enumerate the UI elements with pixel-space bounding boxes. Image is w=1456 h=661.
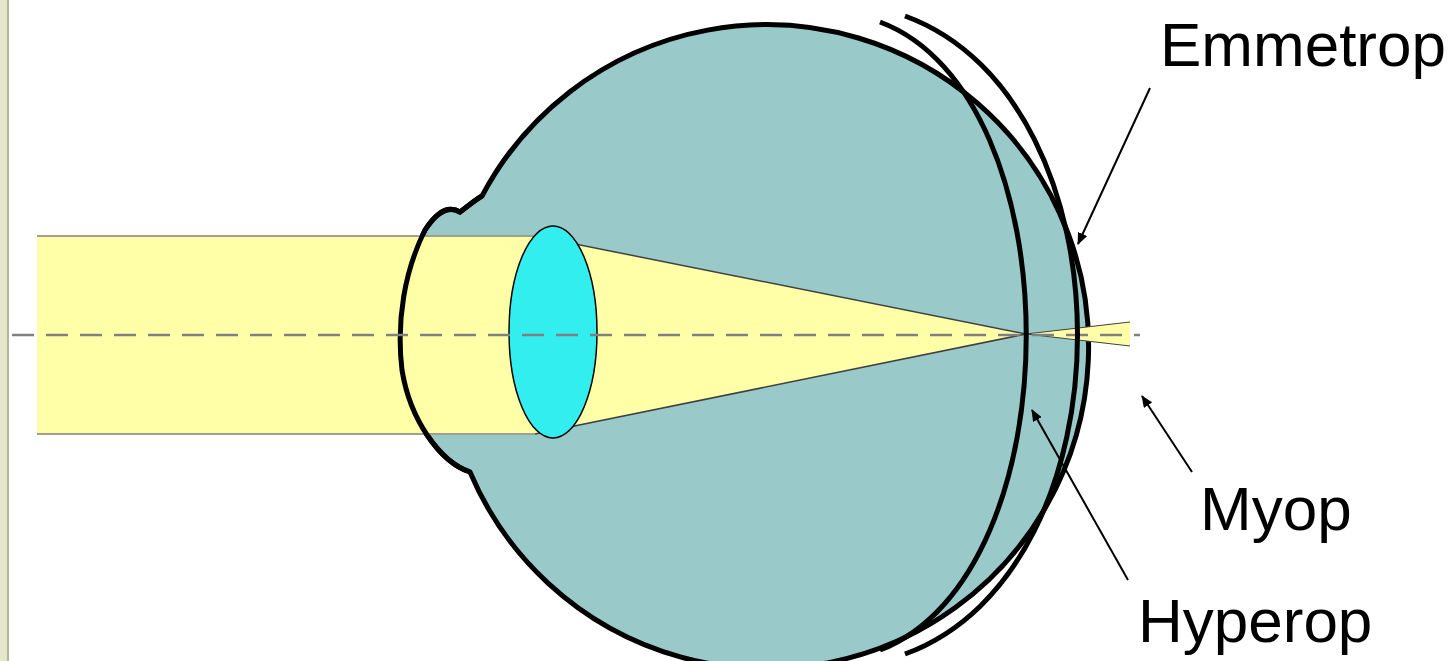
optical-axis [12, 334, 1140, 337]
leader-line [1142, 396, 1192, 472]
ray [535, 236, 1026, 334]
lens [509, 226, 597, 438]
ray [535, 334, 1026, 434]
callout-label: Hyperop [1138, 590, 1372, 652]
edge-line [7, 0, 9, 661]
callout-label: Myop [1200, 478, 1352, 540]
beam-edge [37, 433, 535, 435]
beam-edge [37, 235, 535, 237]
edge-strip [0, 0, 8, 661]
hyperop-retina [880, 22, 1026, 650]
callout-label: Emmetrop [1160, 14, 1446, 76]
leader-line [1078, 88, 1150, 244]
leader-line [1032, 410, 1128, 580]
emmetrop-retina [905, 16, 1078, 654]
